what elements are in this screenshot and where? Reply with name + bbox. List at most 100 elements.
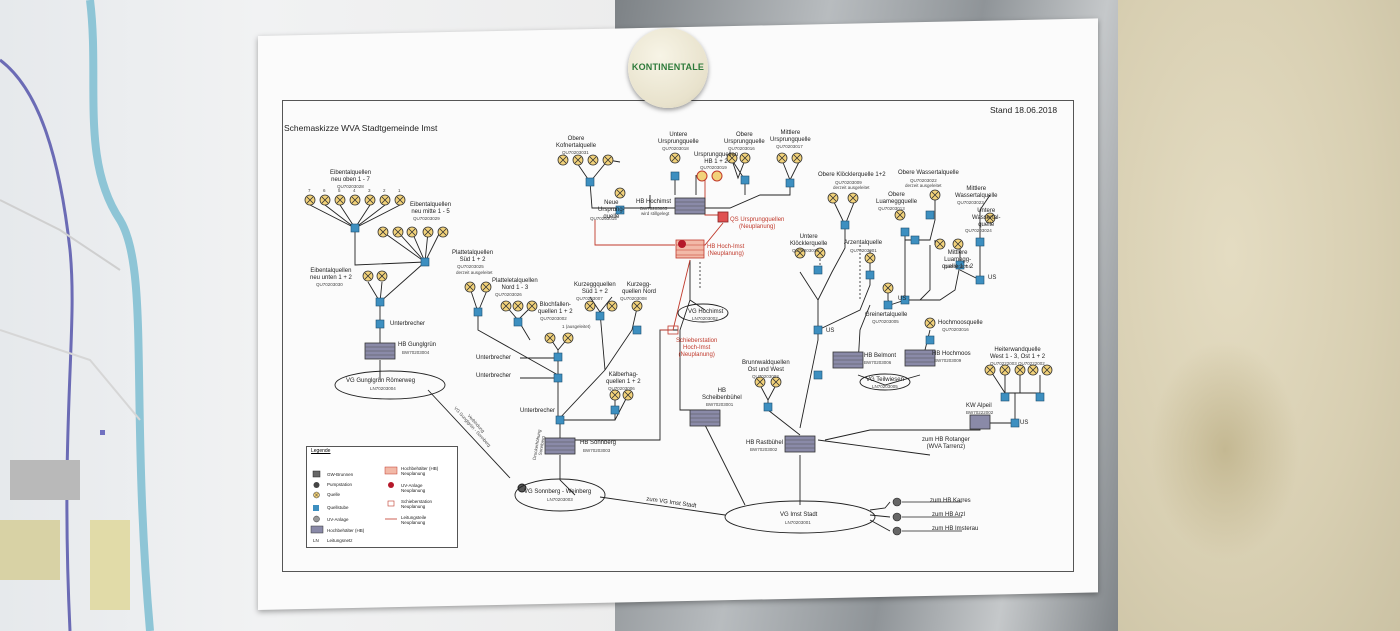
label-kurzegg-nord: Kurzegg- quellen Nord [622, 282, 657, 295]
label-arzental-id: QU70203001 [850, 248, 877, 253]
label-unterbrecher-2: Unterbrecher [476, 355, 512, 361]
label-hochmoos: Hochmoosquelle [938, 320, 983, 326]
label-obere-ursprung-id: QU70203016 [728, 146, 755, 151]
label-hb-hochmoos: HB Hochmoos [932, 351, 971, 357]
label-arzental: Arzentalquelle [844, 240, 883, 246]
label-kurzegg-sued: Kurzeggquellen Süd 1 + 2 [574, 282, 616, 295]
label-unterbrecher-4: Unterbrecher [520, 408, 556, 414]
legend-leitung-neu: Leitungsteile Neuplanung [401, 515, 427, 525]
label-eibental-oben-id: QU70203028 [337, 184, 364, 189]
label-still: wird stillgelegt [641, 211, 670, 216]
legend-gw-brunnen: GW-Brunnen [327, 472, 354, 477]
label-vg-imst-stadt-id: LN70203001 [785, 520, 811, 525]
label-untere-ursprung-id: QU70203018 [662, 146, 689, 151]
label-vg-hochimst-id: LN70203002 [692, 316, 718, 321]
label-n1: 1 [398, 188, 401, 193]
label-n5: 5 [338, 188, 341, 193]
label-us-1: US [826, 328, 835, 334]
label-platteletal-nord: Platteletalquellen Nord 1 - 3 [492, 278, 538, 291]
label-mittlere-wassertal-id: QU70203023 [957, 200, 984, 205]
magnet-brand: KONTINENTALE [631, 62, 705, 72]
label-obere-kofner: Obere Kofnertalquelle [556, 136, 597, 149]
label-platteletal-sued-id: QU70203025 [457, 264, 484, 269]
label-brunnwald: Brunnwaldquellen Ost und West [742, 360, 790, 373]
label-hb-hochmoos-id: BW70203009 [934, 358, 962, 363]
label-untere-ursprung: Untere Ursprungquelle [658, 132, 699, 145]
label-obere-luamegg: Obere Luameggquelle [876, 192, 918, 205]
label-untere-kloeckler: Untere Klöcklerquelle [790, 234, 828, 247]
label-greinertal: Greinertalquelle [865, 312, 908, 318]
label-mittlere-luamegg: Mittlere Luamegg- quelle 1 + 2 [942, 250, 974, 270]
label-hb-scheibenbuehel: HB Scheibenbühel [702, 388, 742, 401]
label-kaelberhag: Kälberhag- quellen 1 + 2 [606, 372, 641, 385]
legend-uv-neu: UV-Anlage Neuplanung [401, 483, 426, 493]
label-hb-sonnberg: HB Sonnberg [580, 440, 617, 446]
label-obere-wassertal: Obere Wassertalquelle [898, 170, 959, 176]
label-unterbrecher-3: Unterbrecher [476, 373, 512, 379]
label-eibental-mitte: Eibentalquellen neu mitte 1 - 5 [410, 202, 452, 215]
label-vg-sonnberg: VG Sonnberg - Weinberg [524, 489, 592, 495]
sheet-title: Schemaskizze WVA Stadtgemeinde Imst [284, 123, 438, 133]
label-us-4: US [1020, 420, 1029, 426]
label-zum-karres: zum HB Karres [930, 498, 971, 504]
label-mittlere-luamegg-id: QU70203014 [944, 264, 971, 269]
legend-hb-neu: Hochbehälter (HB) Neuplanung [401, 466, 439, 476]
label-unterbrecher-1: Unterbrecher [390, 321, 426, 327]
label-eibental-mitte-id: QU70203029 [413, 216, 440, 221]
label-neue-ursprung-id: QU70203015 [590, 216, 617, 221]
label-greinertal-id: QU70203005 [872, 319, 899, 324]
wall-stain [1150, 340, 1300, 560]
label-obere-kloeckler: Obere Klöcklerquelle 1+2 [818, 172, 886, 178]
label-derzeit-3: derzeit ausgeleitet [905, 183, 942, 188]
legend-ln: LN [313, 538, 319, 543]
label-n3: 3 [368, 188, 371, 193]
label-n6: 6 [323, 188, 326, 193]
label-hb-rastbuehel-id: BW70203002 [750, 447, 778, 452]
label-eibental-unten-id: QU70203030 [316, 282, 343, 287]
label-hb-hochimst: HB Hochimst [636, 199, 672, 205]
label-schieber: Schieberstation Hoch-Imst (Neuplanung) [676, 338, 718, 358]
label-kaelberhag-id: QU70203006 [608, 386, 635, 391]
label-heiterwand-id: QU70222003 QU70222002 [990, 361, 1045, 366]
label-obere-ursprung: Obere Ursprungquelle [724, 132, 765, 145]
label-kw-alpeil-id: BW70222002 [966, 410, 994, 415]
legend-box: Legende GW-Brunnen Pumpstation Quelle Qu… [306, 446, 458, 548]
label-hb-sonnberg-id: BW70203003 [583, 448, 611, 453]
label-hb-rastbuehel: HB Rastbühel [746, 440, 784, 446]
label-hb-gunglgruen-id: BW70203004 [402, 350, 430, 355]
label-zum-arzl: zum HB Arzl [932, 512, 966, 518]
magnet: KONTINENTALE [628, 28, 708, 108]
label-n4: 4 [353, 188, 356, 193]
label-platteletal-nord-id: QU70203026 [495, 292, 522, 297]
label-blochfallen: Blochfallen- quellen 1 + 2 [538, 302, 573, 315]
label-kw-alpeil: KW Alpeil [966, 403, 992, 409]
label-ursprung-hb: Ursprungquellen HB 1 + 2 [694, 152, 739, 165]
label-vg-teilwiesen: VG Teilwiesen [866, 377, 904, 383]
label-platteletal-sued: Plattetalquellen Süd 1 + 2 [452, 250, 494, 263]
label-ursprung-hb-id: QU70203019 [700, 165, 727, 170]
label-vg-teilwiesen-id: LN70203005 [872, 384, 898, 389]
label-vg-gunglgruen: VG Gunglgrün Römerweg [346, 378, 416, 384]
legend-hochbehaelter: Hochbehälter (HB) [327, 528, 365, 533]
sheet-date: Stand 18.06.2018 [990, 105, 1058, 115]
label-blochfallen-id: QU70203002 [540, 316, 567, 321]
label-hb-belmont-id: BW70203006 [864, 360, 892, 365]
label-hb-hochimst-id: BW70203005 [640, 206, 668, 211]
label-untere-wassertal: Untere Wassertal- quelle [972, 208, 1001, 228]
label-zum-rotanger: zum HB Rotanger (WVA Tarrenz) [922, 437, 970, 450]
label-mittlere-ursprung-id: QU70203017 [776, 144, 803, 149]
label-hb-scheibenbuehel-id: BW70203001 [706, 402, 734, 407]
label-qs-ursprung: QS Ursprungquellen (Neuplanung) [730, 217, 785, 230]
label-obere-wassertal-id: QU70203022 [910, 178, 937, 183]
label-derzeit-1: derzeit ausgeleitet [456, 270, 493, 275]
label-eibental-oben: Eibentalquellen neu oben 1 - 7 [330, 170, 372, 183]
label-brunnwald-id: QU70203003 [752, 374, 779, 379]
label-obere-luamegg-id: QU70203013 [878, 206, 905, 211]
label-hb-gunglgruen: HB Gunglgrün [398, 342, 437, 348]
legend-schieber-neu: Schieberstation Neuplanung [401, 499, 433, 509]
label-obere-kofner-id: QU70203031 [562, 150, 589, 155]
legend-quelle: Quelle [327, 492, 341, 497]
label-us-2: US [898, 296, 907, 302]
label-vg-sonnberg-id: LN70203003 [547, 497, 573, 502]
